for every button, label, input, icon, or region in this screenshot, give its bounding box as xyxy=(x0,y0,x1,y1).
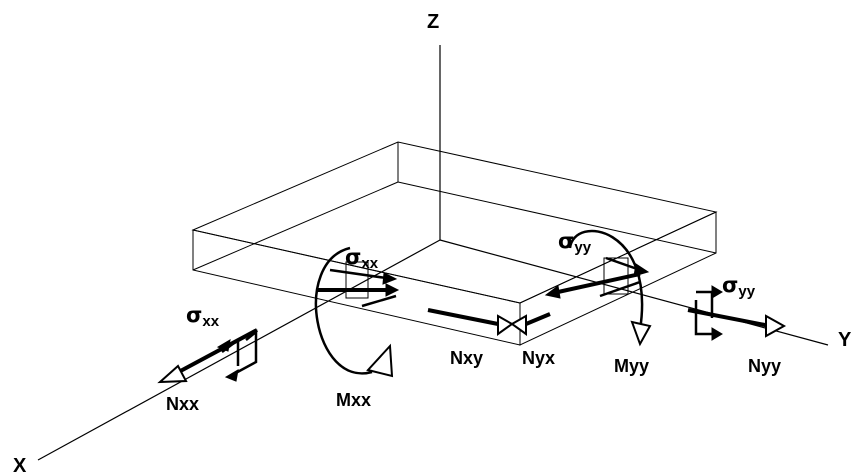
mxx-moment-arrow xyxy=(314,246,394,378)
sigma-yy-center-label: σyy xyxy=(558,229,592,256)
nxx-arrowhead xyxy=(157,364,188,384)
x-face-section-box xyxy=(345,261,369,299)
z-axis-label: Z xyxy=(427,11,439,33)
mxx-label: Mxx xyxy=(336,390,371,410)
y-axis xyxy=(439,239,829,346)
coordinate-axes xyxy=(37,45,829,461)
sigma-xx-center-label: σxx xyxy=(345,245,379,272)
sigma-xx-left-arrows xyxy=(216,329,258,382)
mxx-arrowhead xyxy=(366,343,394,378)
nyy-arrowhead xyxy=(765,314,787,338)
nxy-label: Nxy xyxy=(450,348,483,368)
myy-label: Myy xyxy=(614,356,649,376)
nyy-force-arrow xyxy=(687,308,787,338)
sigma-xx-center-arrows xyxy=(318,268,400,308)
nyy-label: Nyy xyxy=(748,356,781,376)
shear-force-arrows xyxy=(427,308,551,336)
x-axis-label: X xyxy=(13,455,27,474)
nyx-label: Nyx xyxy=(522,348,555,368)
nyx-arrowhead xyxy=(510,314,527,336)
nxx-label: Nxx xyxy=(166,394,199,414)
nxy-arrowhead xyxy=(497,314,514,336)
plate-box xyxy=(191,141,718,346)
plate-top-face xyxy=(191,141,718,304)
y-axis-label: Y xyxy=(838,329,852,351)
myy-arrowhead xyxy=(630,320,652,347)
plate-hidden-edge-right xyxy=(397,181,717,254)
nxx-force-arrow xyxy=(157,328,258,384)
sigma-yy-right-label: σyy xyxy=(722,273,756,300)
myy-moment-arrow xyxy=(568,229,652,347)
plate-hidden-edge-left xyxy=(192,181,399,271)
sigma-xx-left-label: σxx xyxy=(186,303,220,330)
